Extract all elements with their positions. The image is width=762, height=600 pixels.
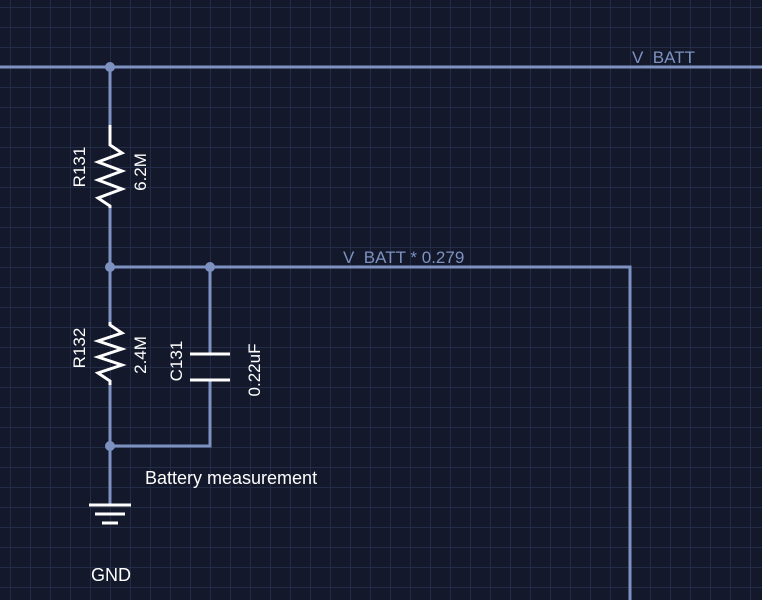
c131-value-label: 0.22uF — [245, 344, 264, 397]
junction-vbatt — [105, 62, 115, 72]
capacitor-c131[interactable]: C131 0.22uF — [167, 341, 264, 397]
r132-value-label: 2.4M — [131, 336, 150, 374]
r131-ref-label: R131 — [70, 147, 89, 188]
junction-cap-top — [205, 262, 215, 272]
resistor-r132[interactable]: R132 2.4M — [70, 322, 150, 385]
r131-value-label: 6.2M — [131, 153, 150, 191]
resistor-r132-body — [93, 322, 127, 385]
r132-ref-label: R132 — [70, 328, 89, 369]
net-label-gnd[interactable]: GND — [91, 565, 131, 585]
battery-measurement-note: Battery measurement — [145, 468, 317, 488]
junction-divider-node — [105, 262, 115, 272]
junctions — [105, 62, 215, 451]
resistor-r131[interactable]: R131 6.2M — [70, 125, 150, 208]
net-label-vbatt[interactable]: V_BATT — [632, 48, 695, 67]
resistor-r131-body — [93, 125, 127, 208]
wires — [0, 65, 762, 600]
junction-bottom-node — [105, 441, 115, 451]
c131-ref-label: C131 — [167, 341, 186, 382]
ground-symbol[interactable] — [89, 503, 131, 525]
net-label-vbatt-scaled[interactable]: V_BATT * 0.279 — [343, 248, 464, 267]
